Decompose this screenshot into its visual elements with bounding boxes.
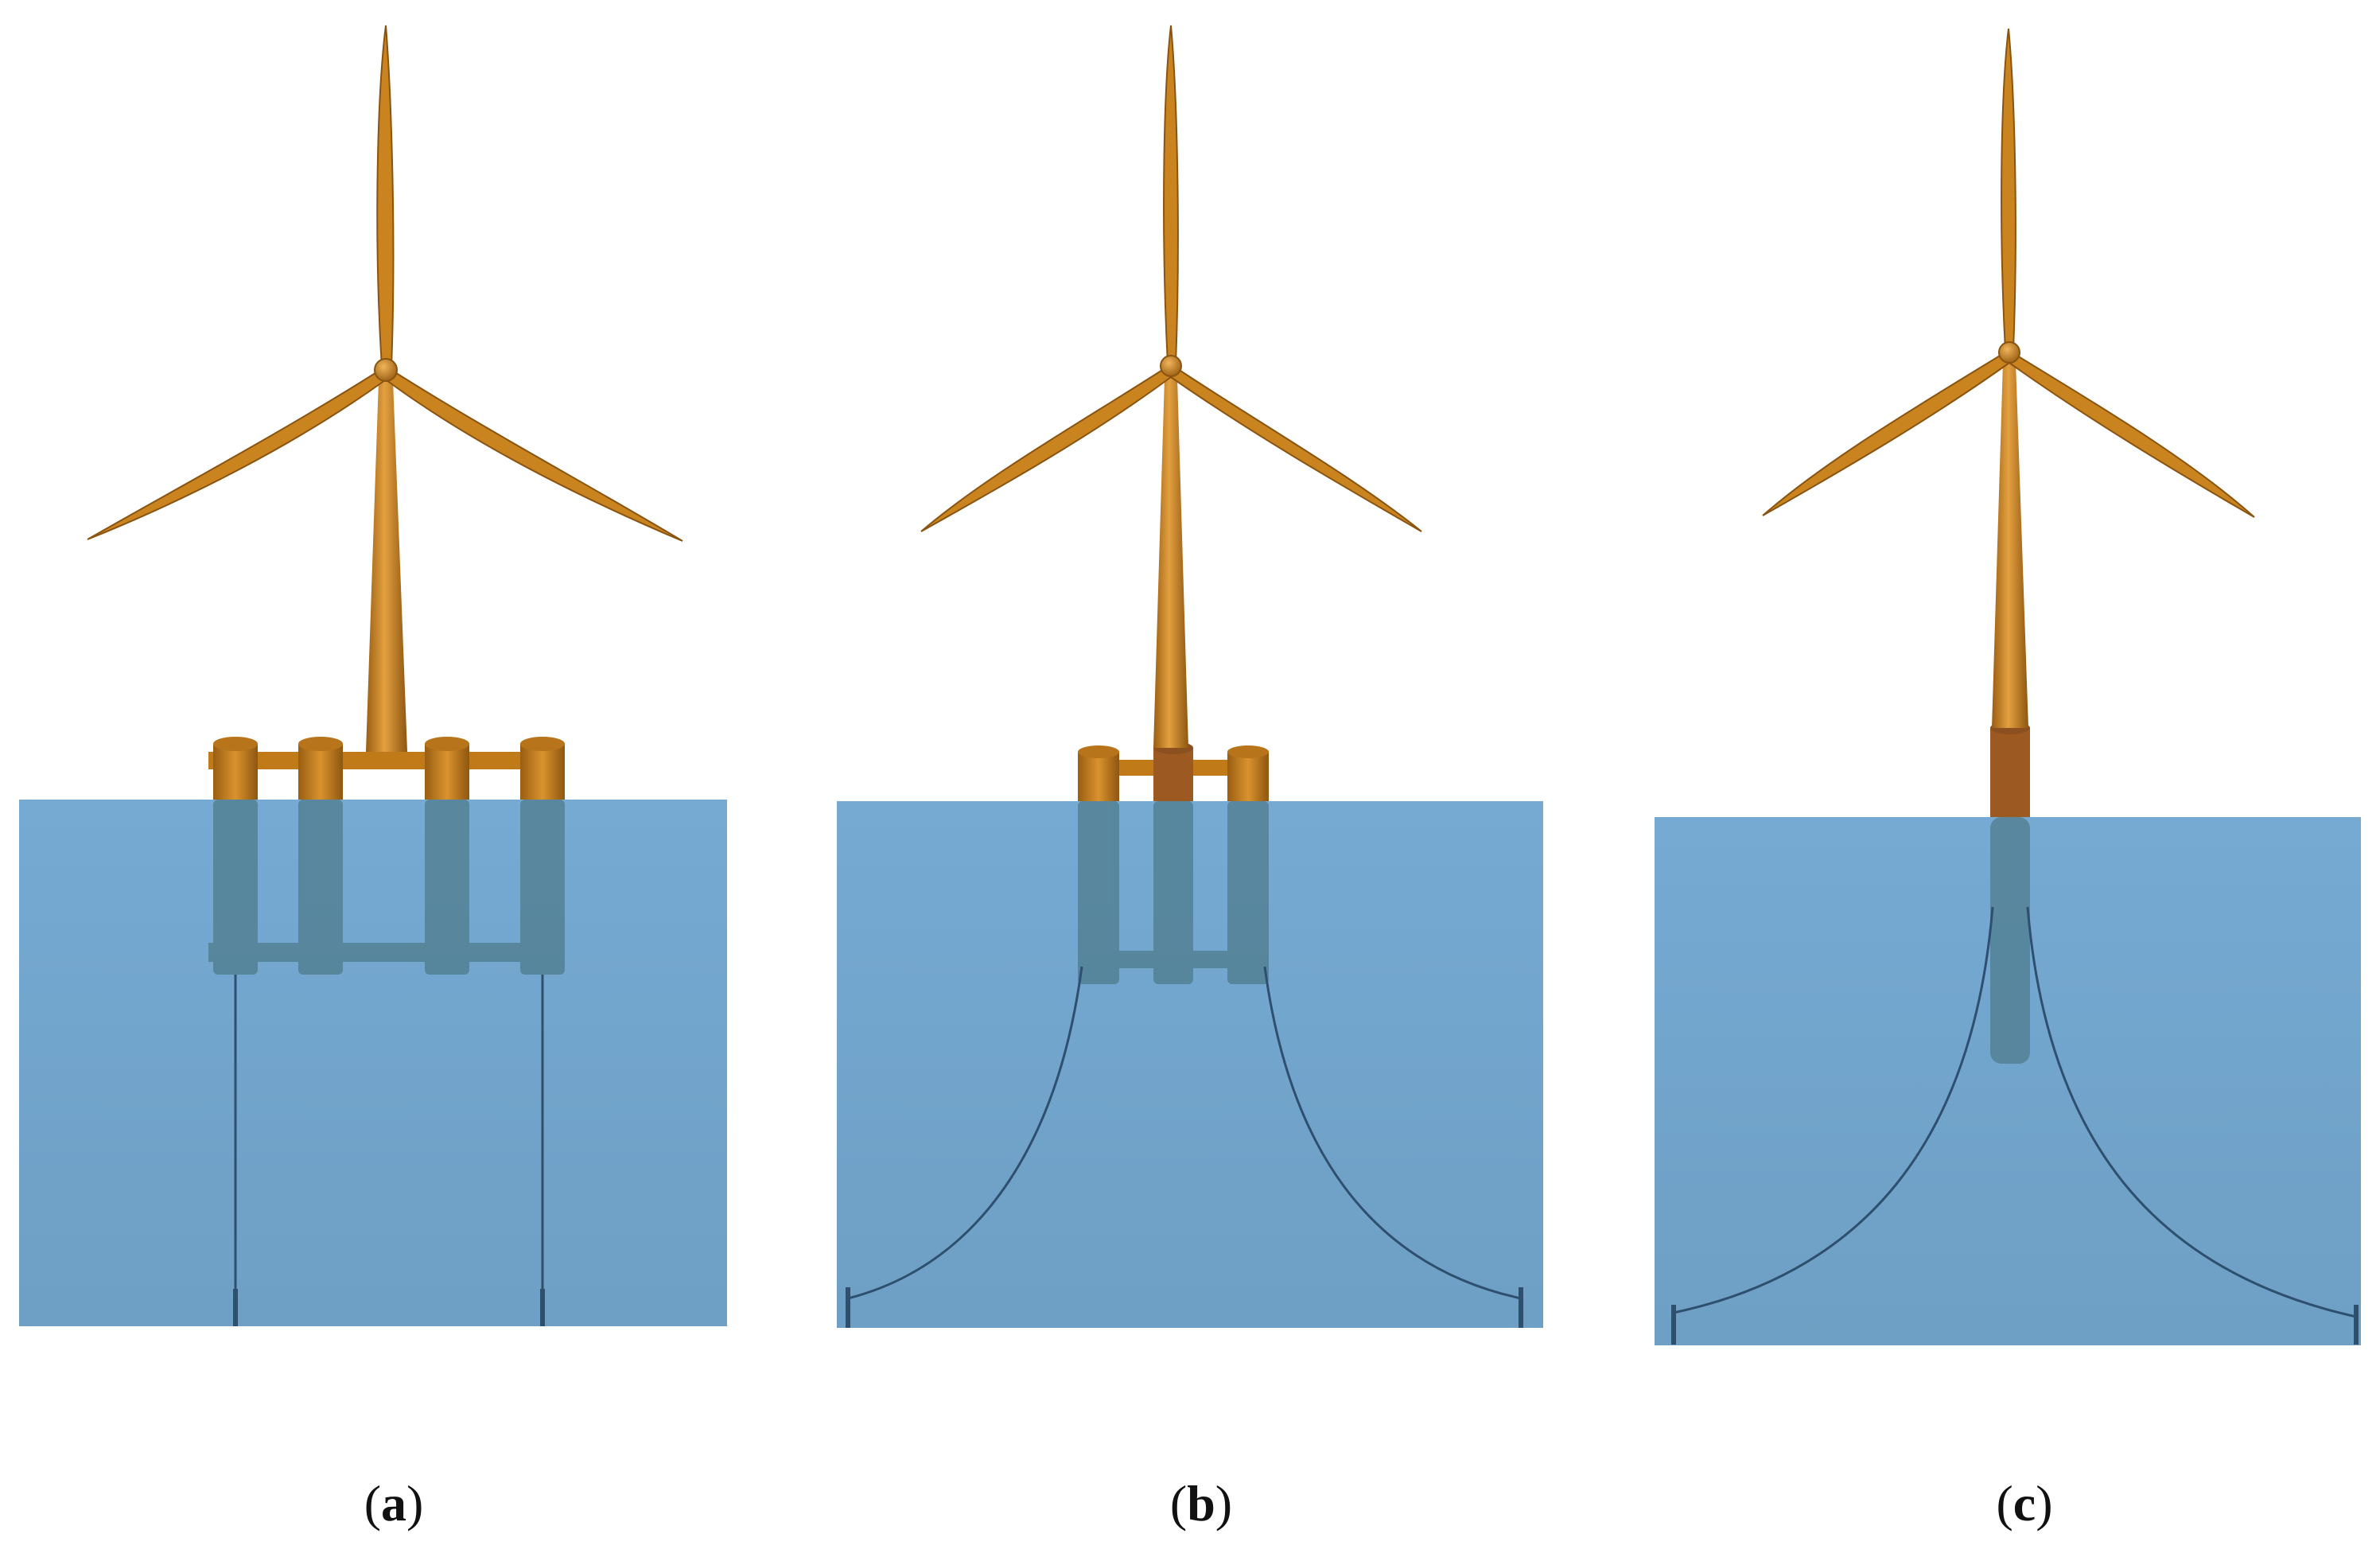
spar-c-above-water [1990, 728, 2030, 817]
mooring-lines-c [1671, 906, 2359, 1345]
caption-c-letter: c [2012, 1475, 2036, 1532]
caption-a-letter: a [381, 1475, 406, 1532]
panel-a [19, 25, 727, 1326]
rotor-c [1762, 28, 2255, 518]
caption-a: (a) [364, 1475, 424, 1532]
hub-c [1998, 341, 2020, 364]
rotor-b [920, 25, 1422, 532]
platform-b-above-water [1078, 741, 1269, 801]
tower-b [1153, 378, 1188, 748]
water-a [19, 800, 727, 1326]
tower-c [1992, 362, 2028, 728]
caption-b: (b) [1169, 1475, 1233, 1532]
mooring-lines-b [846, 966, 1523, 1328]
hub-b [1160, 355, 1182, 377]
caption-c: (c) [1996, 1475, 2053, 1532]
platform-a-above-water [208, 737, 565, 800]
caption-b-letter: b [1187, 1475, 1215, 1532]
submerged-structure-a [208, 800, 565, 975]
mooring-lines-a [233, 975, 545, 1326]
hub-a [374, 358, 398, 382]
panel-b [837, 25, 1543, 1328]
rotor-a [87, 25, 683, 542]
submerged-structure-b [1078, 801, 1269, 984]
tower-a [366, 380, 407, 752]
panel-c [1655, 28, 2361, 1345]
submerged-spar-c [1990, 817, 2030, 1064]
